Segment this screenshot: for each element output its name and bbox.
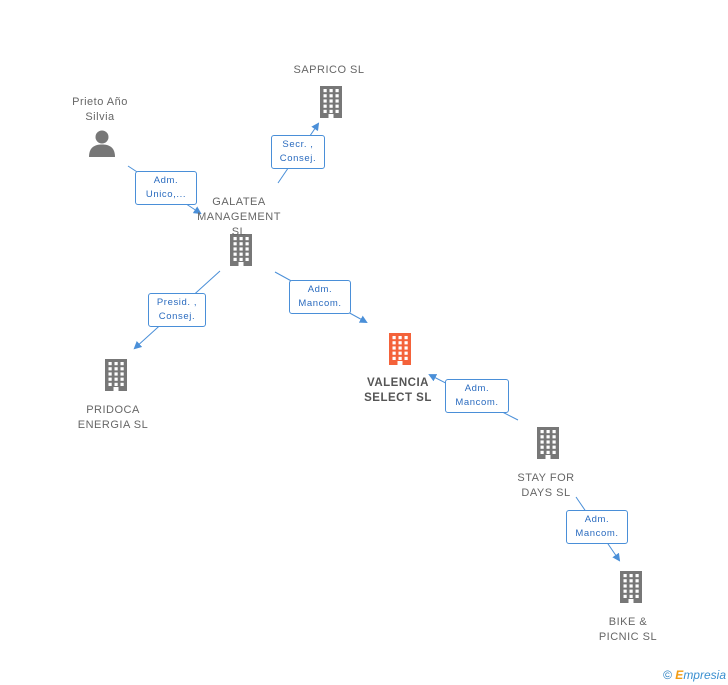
edge-label-galatea-valencia[interactable]: Adm. Mancom. [289, 280, 351, 314]
copyright-icon: © [663, 668, 672, 682]
footer-credit: © Empresia [663, 668, 726, 682]
edge-label-prieto-galatea[interactable]: Adm. Unico,... [135, 171, 197, 205]
building-icon-pridoca[interactable] [101, 357, 131, 391]
node-label-bike[interactable]: BIKE & PICNIC SL [598, 616, 658, 643]
building-icon-bike[interactable] [616, 569, 646, 603]
building-icon-valencia[interactable] [385, 331, 415, 365]
edge-label-galatea-saprico[interactable]: Secr. , Consej. [271, 135, 325, 169]
node-label-saprico[interactable]: SAPRICO SL [293, 64, 365, 76]
node-label-stayfor[interactable]: STAY FOR DAYS SL [517, 472, 575, 499]
building-icon-galatea[interactable] [226, 232, 256, 266]
empresia-logo: Empresia [675, 668, 726, 682]
person-icon-prieto[interactable] [87, 128, 117, 158]
edge-label-galatea-pridoca[interactable]: Presid. , Consej. [148, 293, 206, 327]
node-label-galatea[interactable]: GALATEA MANAGEMENT SL [197, 196, 281, 238]
building-icon-stayfor[interactable] [533, 425, 563, 459]
node-label-valencia[interactable]: VALENCIA SELECT SL [364, 377, 432, 404]
edge-label-stayfor-valencia[interactable]: Adm. Mancom. [445, 379, 509, 413]
edge-label-stayfor-bike[interactable]: Adm. Mancom. [566, 510, 628, 544]
building-icon-saprico[interactable] [316, 84, 346, 118]
node-label-pridoca[interactable]: PRIDOCA ENERGIA SL [77, 404, 149, 431]
node-label-prieto[interactable]: Prieto Año Silvia [72, 96, 128, 123]
